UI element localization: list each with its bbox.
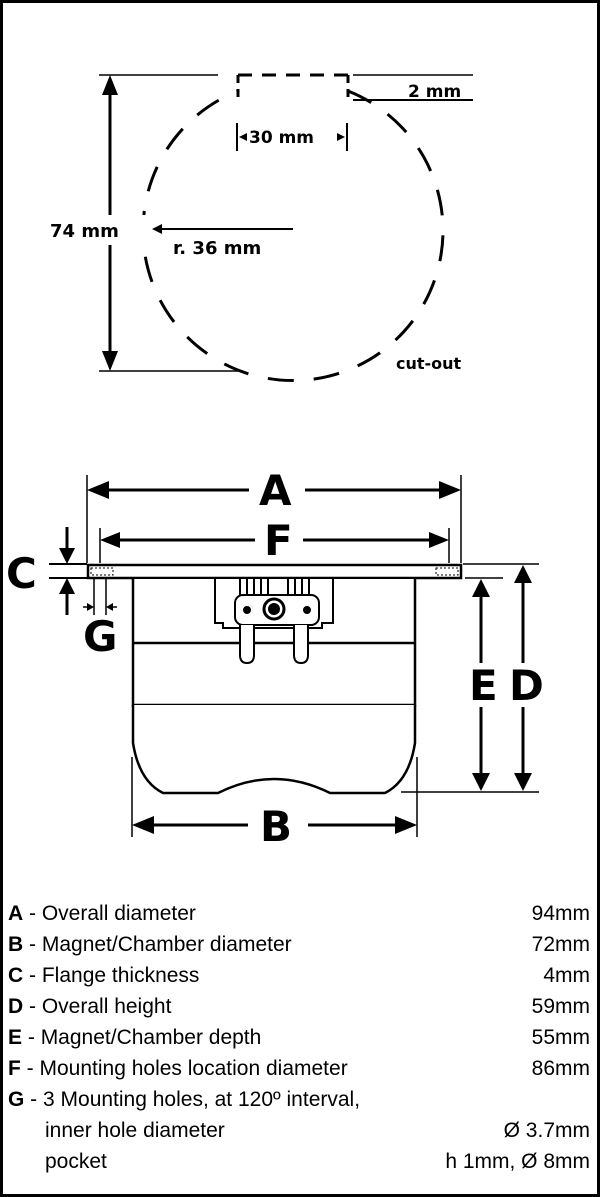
letter-c: C [6,549,37,598]
spec-sep: - [23,995,42,1018]
spec-sep: - [24,1088,44,1111]
spec-sep: - [23,902,42,925]
spec-value: 4mm [543,964,590,987]
letter-d: D [509,661,544,710]
spec-sep: - [23,964,42,987]
cutout-drawing [141,73,445,383]
spec-value: 72mm [531,933,590,956]
spec-row-c: C - Flange thickness 4mm [8,960,590,991]
spec-row-b: B - Magnet/Chamber diameter 72mm [8,929,590,960]
terminal-block [214,579,334,665]
spec-desc: 3 Mounting holes, at 120º interval, [43,1088,361,1111]
dim-2-label: 2 mm [408,82,461,102]
letter-e: E [469,661,498,710]
spec-row-a: A - Overall diameter 94mm [8,898,590,929]
spec-desc: Overall diameter [41,902,196,925]
spec-key: G [8,1088,25,1111]
dim-30-label: 30 mm [249,128,314,148]
spec-desc: Overall height [41,995,172,1018]
spec-value: 59mm [531,995,590,1018]
spec-row-g: G - 3 Mounting holes, at 120º interval, [8,1084,590,1115]
spec-key: C [8,964,24,987]
letter-b: B [260,802,292,851]
dim-2-leader [353,74,473,101]
technical-drawing: 74 mm 2 mm 30 mm r. 36 mm cut-out A [6,73,544,851]
dim-d-line [463,563,539,793]
spec-desc: Flange thickness [41,964,200,987]
flange [86,563,463,580]
spec-sep: - [23,933,42,956]
spec-value: 55mm [531,1026,590,1049]
spec-row-f: F - Mounting holes location diameter 86m… [8,1053,590,1084]
spec-desc: inner hole diameter [45,1119,225,1142]
spec-value [420,1084,590,1115]
spec-value: Ø 3.7mm [503,1119,590,1142]
spec-value: 86mm [531,1057,590,1080]
spec-row-d: D - Overall height 59mm [8,991,590,1022]
spec-row-g-pocket: pocket h 1mm, Ø 8mm [8,1146,590,1177]
cutout-circle [141,89,445,383]
dim-30-line [236,123,348,151]
dim-74-bg [49,215,149,245]
speaker-body [131,579,417,795]
spec-key: F [8,1057,21,1080]
spec-key: A [8,902,24,925]
spec-sep: - [20,1057,40,1080]
spec-row-e: E - Magnet/Chamber depth 55mm [8,1022,590,1053]
spec-desc: pocket [45,1150,107,1173]
cutout-label: cut-out [396,354,462,373]
spec-value: h 1mm, Ø 8mm [445,1150,590,1173]
spec-sep: - [22,1026,41,1049]
dim-a-line [86,475,462,563]
letter-g: G [83,612,117,661]
dim-r36-label: r. 36 mm [173,238,261,259]
spec-table: A - Overall diameter 94mm B - Magnet/Cha… [8,898,590,1177]
spec-desc: Magnet/Chamber diameter [41,933,292,956]
spec-key: B [8,933,24,956]
spec-desc: Mounting holes location diameter [39,1057,348,1080]
dim-g-line [83,579,117,615]
spec-row-g-inner: inner hole diameter Ø 3.7mm [8,1115,590,1146]
spec-desc: Magnet/Chamber depth [40,1026,262,1049]
dim-c-line [49,527,87,615]
dim-e-line [401,577,503,793]
dim-74-label: 74 mm [50,221,119,242]
letter-a: A [259,466,292,515]
letter-f: F [264,516,293,565]
spec-value: 94mm [531,902,590,925]
dim-r36-line [152,224,293,234]
spec-key: D [8,995,24,1018]
dim-b-line [131,757,418,837]
spec-key: E [8,1026,23,1049]
dim-f-line [99,528,450,563]
